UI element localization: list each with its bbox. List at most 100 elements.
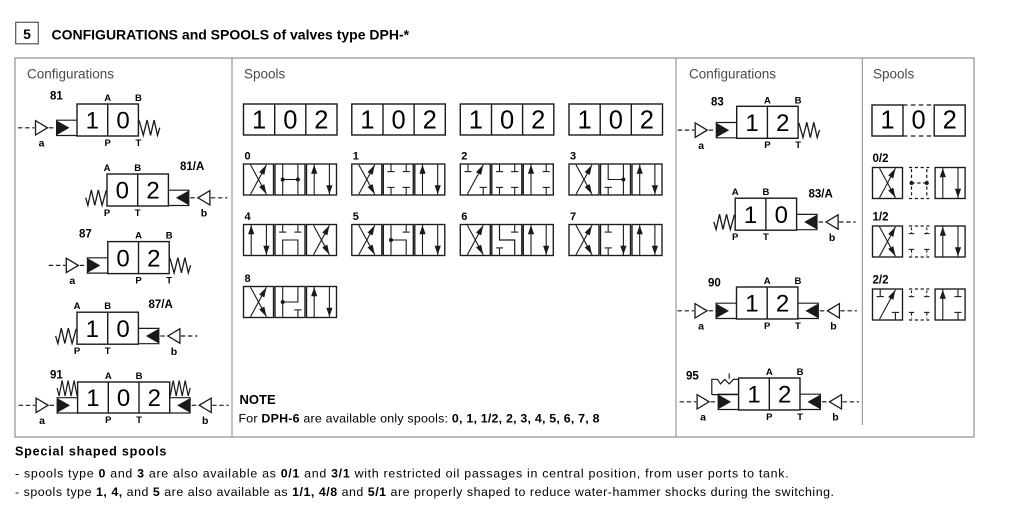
svg-text:a: a xyxy=(39,415,45,427)
svg-text:P: P xyxy=(766,412,773,423)
svg-text:83/A: 83/A xyxy=(809,189,833,201)
svg-text:1: 1 xyxy=(745,110,758,137)
svg-text:87: 87 xyxy=(79,229,92,241)
svg-text:A: A xyxy=(764,95,771,106)
svg-text:2: 2 xyxy=(461,151,467,163)
svg-text:0: 0 xyxy=(609,107,623,135)
svg-text:B: B xyxy=(136,371,143,382)
svg-text:Special shaped spools: Special shaped spools xyxy=(15,445,167,459)
svg-text:T: T xyxy=(795,321,801,332)
svg-text:1/2: 1/2 xyxy=(873,212,889,224)
svg-text:A: A xyxy=(104,163,111,174)
svg-text:1: 1 xyxy=(469,107,483,135)
svg-text:2: 2 xyxy=(314,107,328,135)
svg-text:2: 2 xyxy=(147,245,160,272)
svg-text:B: B xyxy=(134,163,141,174)
svg-text:1: 1 xyxy=(744,202,757,229)
svg-text:CONFIGURATIONS and SPOOLS of v: CONFIGURATIONS and SPOOLS of valves type… xyxy=(52,26,410,42)
svg-text:83: 83 xyxy=(711,97,724,109)
svg-text:91: 91 xyxy=(50,370,63,382)
svg-text:5: 5 xyxy=(353,211,359,223)
svg-text:- spools type 0 and 3 are also: - spools type 0 and 3 are also available… xyxy=(15,467,789,481)
svg-text:T: T xyxy=(763,232,769,243)
svg-text:81: 81 xyxy=(50,91,63,103)
svg-text:B: B xyxy=(797,367,804,378)
svg-text:7: 7 xyxy=(570,211,576,223)
svg-text:A: A xyxy=(104,93,111,104)
svg-text:0: 0 xyxy=(117,385,130,412)
svg-text:NOTE: NOTE xyxy=(240,392,276,407)
svg-text:B: B xyxy=(762,187,769,198)
svg-text:T: T xyxy=(105,346,111,357)
svg-text:0: 0 xyxy=(116,178,129,205)
svg-text:1: 1 xyxy=(86,316,99,343)
svg-text:1: 1 xyxy=(86,108,99,135)
svg-text:0: 0 xyxy=(116,245,129,272)
svg-text:1: 1 xyxy=(252,107,266,135)
svg-text:B: B xyxy=(795,95,802,106)
svg-text:A: A xyxy=(764,276,771,287)
svg-text:b: b xyxy=(832,412,838,424)
svg-text:a: a xyxy=(700,412,706,424)
svg-text:2: 2 xyxy=(148,385,161,412)
svg-text:a: a xyxy=(69,275,75,287)
svg-text:2: 2 xyxy=(778,382,791,409)
svg-text:Spools: Spools xyxy=(873,67,915,82)
svg-text:b: b xyxy=(829,232,835,244)
svg-text:For DPH-6 are available only s: For DPH-6 are available only spools: 0, … xyxy=(239,412,600,426)
svg-text:95: 95 xyxy=(686,371,699,383)
svg-text:b: b xyxy=(201,208,207,220)
svg-text:B: B xyxy=(166,231,173,242)
svg-text:A: A xyxy=(105,371,112,382)
svg-text:1: 1 xyxy=(880,107,894,135)
svg-text:2/2: 2/2 xyxy=(873,275,889,287)
svg-text:5: 5 xyxy=(23,26,31,42)
svg-text:A: A xyxy=(732,187,739,198)
svg-text:8: 8 xyxy=(245,273,251,285)
svg-text:0: 0 xyxy=(775,202,788,229)
svg-text:2: 2 xyxy=(531,107,545,135)
svg-text:2: 2 xyxy=(776,291,789,318)
svg-text:B: B xyxy=(104,301,111,312)
svg-text:0: 0 xyxy=(116,108,129,135)
svg-text:A: A xyxy=(135,231,142,242)
svg-text:0: 0 xyxy=(116,316,129,343)
svg-text:2: 2 xyxy=(776,110,789,137)
svg-text:1: 1 xyxy=(578,107,592,135)
svg-text:a: a xyxy=(698,140,704,152)
svg-text:T: T xyxy=(797,412,803,423)
svg-text:0: 0 xyxy=(392,107,406,135)
svg-text:2: 2 xyxy=(146,178,159,205)
svg-text:P: P xyxy=(105,415,112,426)
svg-text:B: B xyxy=(794,276,801,287)
svg-text:1: 1 xyxy=(353,151,359,163)
svg-text:b: b xyxy=(202,415,208,427)
svg-text:T: T xyxy=(166,275,172,286)
svg-text:2: 2 xyxy=(423,107,437,135)
svg-text:81/A: 81/A xyxy=(180,161,204,173)
svg-text:0: 0 xyxy=(500,107,514,135)
svg-text:0: 0 xyxy=(283,107,297,135)
svg-text:P: P xyxy=(104,208,111,219)
svg-text:P: P xyxy=(764,140,771,151)
svg-text:P: P xyxy=(764,321,771,332)
svg-text:T: T xyxy=(135,138,141,149)
svg-text:1: 1 xyxy=(745,291,758,318)
svg-text:- spools type 1, 4, and 5 are: - spools type 1, 4, and 5 are also avail… xyxy=(15,485,835,499)
svg-text:T: T xyxy=(135,208,141,219)
svg-text:1: 1 xyxy=(360,107,374,135)
svg-text:1: 1 xyxy=(86,385,99,412)
svg-text:0: 0 xyxy=(912,107,926,135)
svg-text:B: B xyxy=(135,93,142,104)
svg-text:A: A xyxy=(74,301,81,312)
svg-text:P: P xyxy=(105,138,112,149)
svg-text:1: 1 xyxy=(747,382,760,409)
svg-text:4: 4 xyxy=(245,211,252,223)
svg-text:b: b xyxy=(830,321,836,333)
svg-text:T: T xyxy=(136,415,142,426)
svg-text:Configurations: Configurations xyxy=(689,67,776,82)
svg-text:3: 3 xyxy=(570,151,576,163)
svg-text:0: 0 xyxy=(245,151,251,163)
svg-text:6: 6 xyxy=(461,211,467,223)
svg-text:P: P xyxy=(732,232,739,243)
